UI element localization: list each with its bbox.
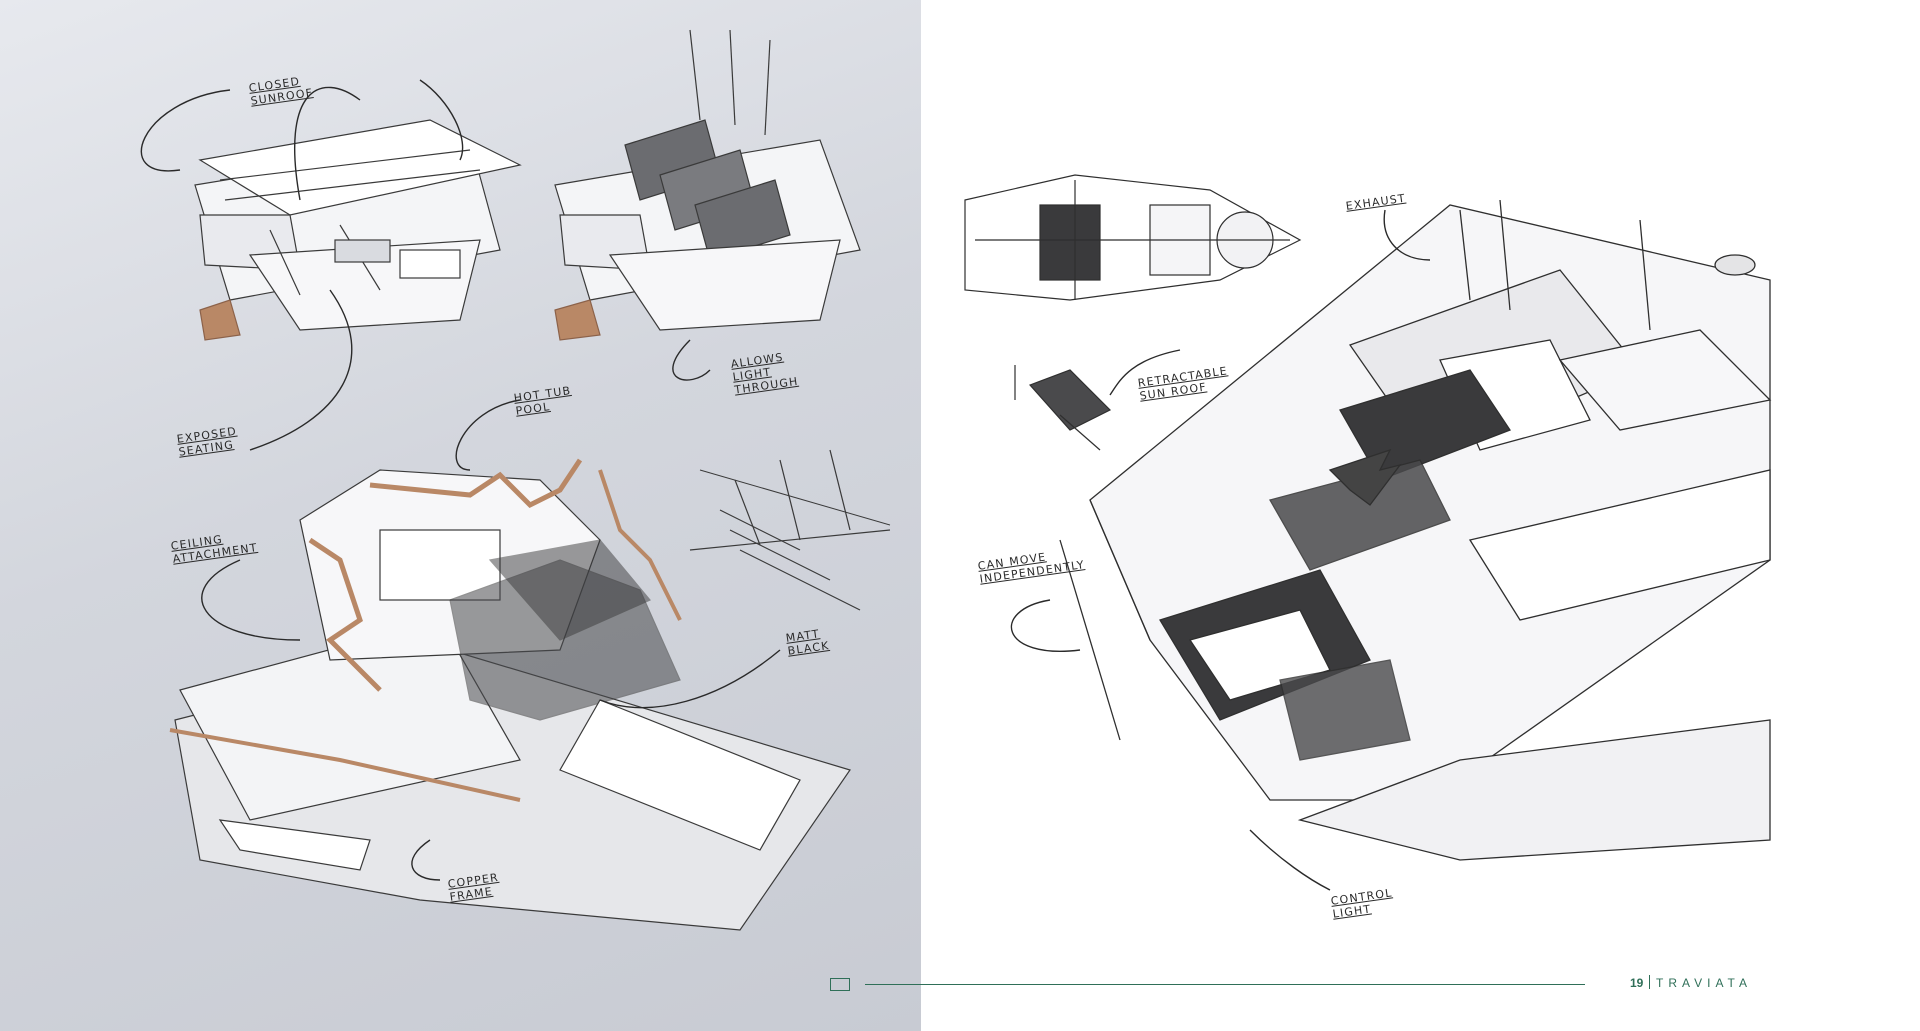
sketch-retractable-roof [1014, 349, 1181, 451]
sketch-deck-perspective [1010, 199, 1772, 891]
sketch-plan-view [964, 174, 1302, 301]
footer-marker-icon [830, 978, 850, 991]
footer-rule [865, 984, 1585, 985]
sketch-closed-sunroof [140, 79, 522, 451]
sketch-hot-tub-deck [169, 399, 891, 931]
page-number: 19 [1630, 976, 1644, 990]
sketch-open-sunroof [554, 29, 861, 381]
footer-separator [1649, 975, 1650, 989]
publication-title: TRAVIATA [1656, 976, 1753, 990]
